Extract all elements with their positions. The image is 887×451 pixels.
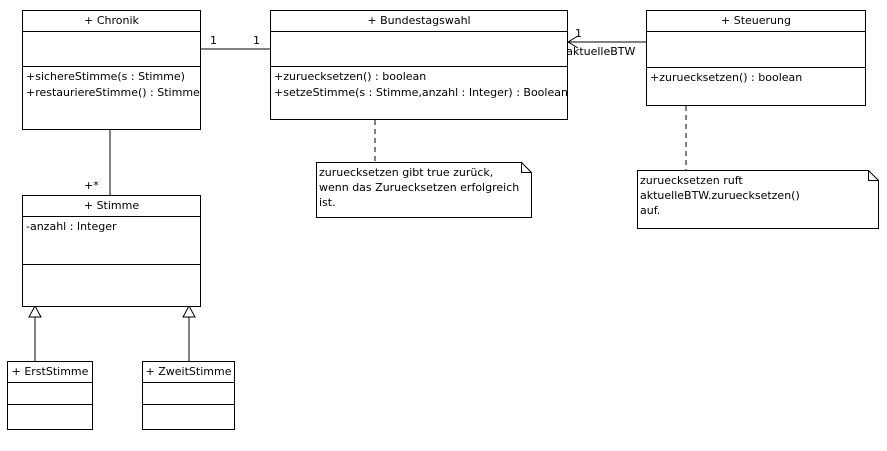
class-name: + Chronik bbox=[23, 11, 200, 32]
attribute: -anzahl : Integer bbox=[26, 220, 117, 233]
class-stimme[interactable]: + Stimme -anzahl : Integer bbox=[22, 195, 201, 307]
multiplicity-label: 1 bbox=[575, 27, 582, 40]
note-shape bbox=[637, 170, 879, 229]
note-bundestagswahl[interactable]: zuruecksetzen gibt true zurück, wenn das… bbox=[316, 162, 532, 218]
note-line: zuruecksetzen gibt true zurück, bbox=[319, 166, 494, 179]
class-bundestagswahl[interactable]: + Bundestagswahl +zuruecksetzen() : bool… bbox=[270, 10, 568, 120]
multiplicity-label: 1 bbox=[210, 34, 217, 47]
multiplicity-label: +* bbox=[84, 179, 99, 192]
operation: +setzeStimme(s : Stimme,anzahl : Integer… bbox=[274, 86, 568, 99]
operations-compartment: +zuruecksetzen() : boolean +setzeStimme(… bbox=[271, 67, 568, 103]
attributes-compartment bbox=[271, 32, 567, 67]
class-name: + Bundestagswahl bbox=[271, 11, 567, 32]
class-erststimme[interactable]: + ErstStimme bbox=[7, 361, 93, 430]
note-line: ist. bbox=[319, 196, 336, 209]
note-steuerung[interactable]: zuruecksetzen ruft aktuelleBTW.zurueckse… bbox=[637, 170, 879, 229]
attributes-compartment bbox=[143, 383, 234, 405]
class-chronik[interactable]: + Chronik +sichereStimme(s : Stimme) +re… bbox=[22, 10, 201, 130]
attributes-compartment: -anzahl : Integer bbox=[23, 217, 200, 265]
attributes-compartment bbox=[23, 32, 200, 67]
note-text: zuruecksetzen gibt true zurück, wenn das… bbox=[316, 162, 522, 213]
operation: +zuruecksetzen() : boolean bbox=[274, 70, 427, 83]
note-line: wenn das Zuruecksetzen erfolgreich bbox=[319, 181, 520, 194]
class-zweitstimme[interactable]: + ZweitStimme bbox=[142, 361, 235, 430]
note-line: zuruecksetzen ruft bbox=[640, 174, 743, 187]
class-name: + ZweitStimme bbox=[143, 362, 234, 383]
operation: +zuruecksetzen() : boolean bbox=[650, 71, 803, 84]
navigability-arrowhead bbox=[567, 35, 579, 49]
operations-compartment: +zuruecksetzen() : boolean bbox=[647, 68, 865, 88]
note-shape bbox=[316, 162, 532, 218]
attributes-compartment bbox=[647, 32, 865, 68]
multiplicity-label: 1 bbox=[253, 34, 260, 47]
operations-compartment bbox=[8, 405, 92, 409]
operations-compartment bbox=[143, 405, 234, 409]
note-text: zuruecksetzen ruft aktuelleBTW.zurueckse… bbox=[637, 170, 803, 221]
generalization-arrowhead bbox=[182, 304, 196, 318]
operations-compartment: +sichereStimme(s : Stimme) +restauriereS… bbox=[23, 67, 200, 103]
operation: +restauriereStimme() : Stimme bbox=[26, 86, 200, 99]
class-name: + Steuerung bbox=[647, 11, 865, 32]
generalization-arrowhead bbox=[28, 304, 42, 318]
class-name: + ErstStimme bbox=[8, 362, 92, 383]
role-label: +aktuelleBTW bbox=[557, 45, 636, 58]
note-line: auf. bbox=[640, 204, 661, 217]
attributes-compartment bbox=[8, 383, 92, 405]
class-steuerung[interactable]: + Steuerung +zuruecksetzen() : boolean bbox=[646, 10, 866, 106]
note-line: aktuelleBTW.zuruecksetzen() bbox=[640, 189, 800, 202]
operation: +sichereStimme(s : Stimme) bbox=[26, 70, 185, 83]
operations-compartment bbox=[23, 265, 200, 269]
class-name: + Stimme bbox=[23, 196, 200, 217]
